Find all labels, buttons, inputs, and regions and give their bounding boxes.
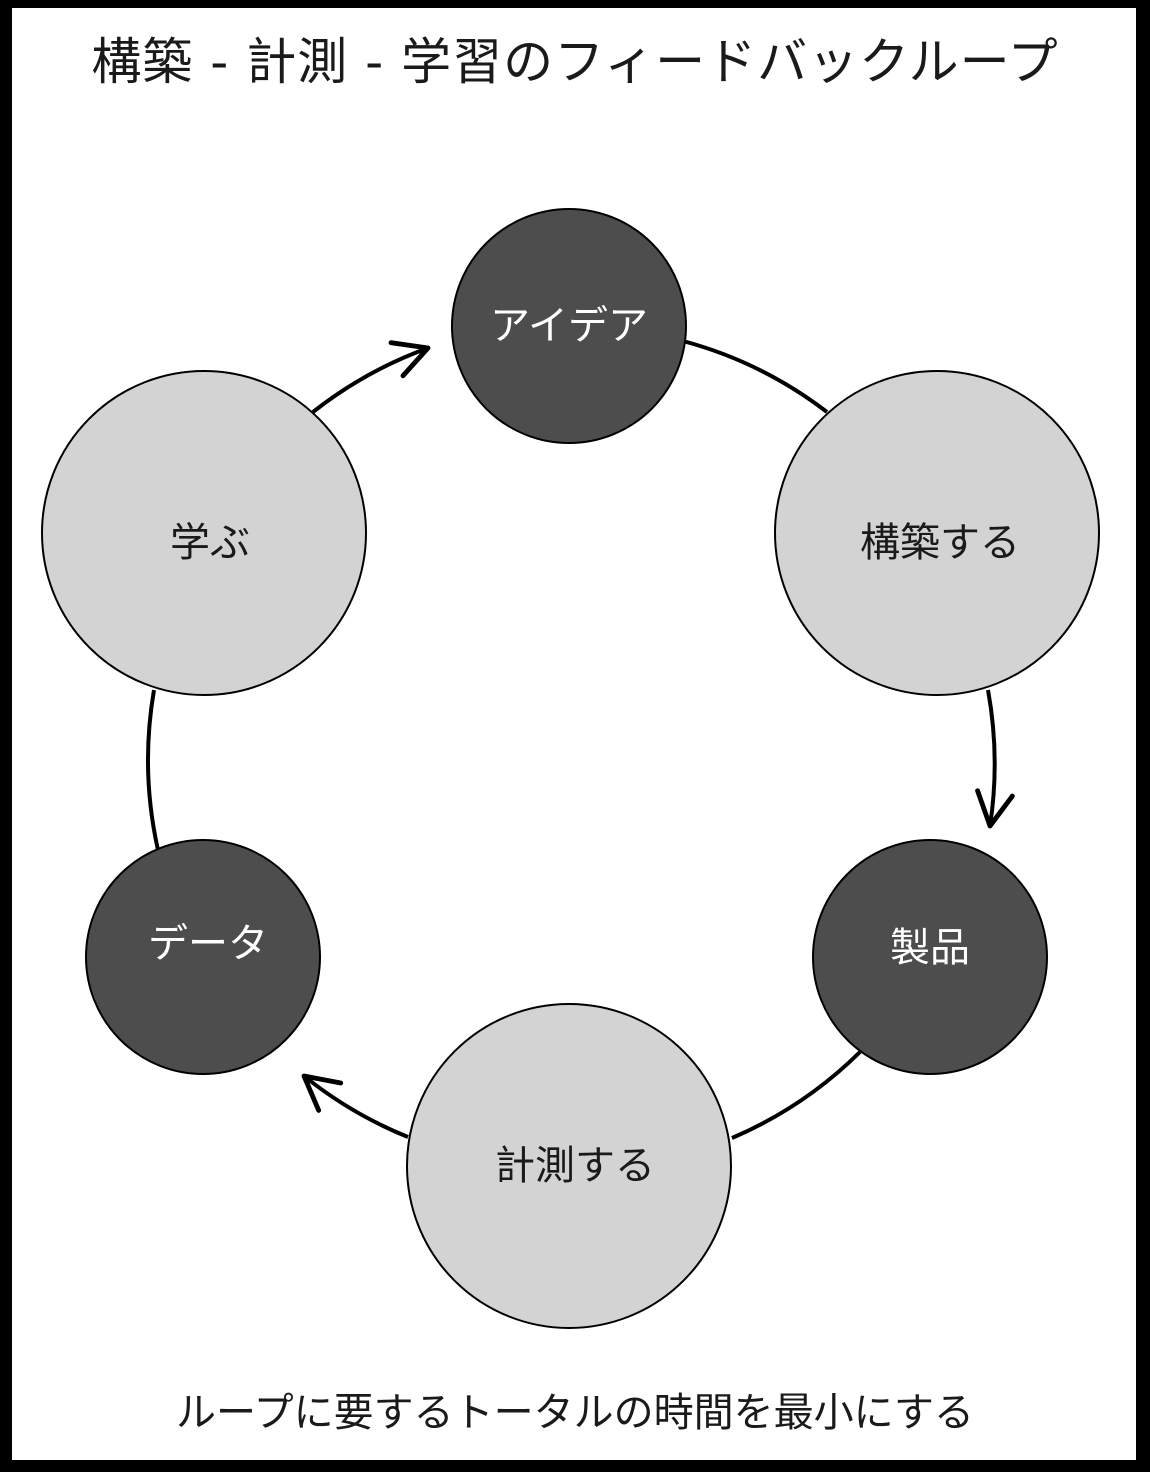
arrow-build-product bbox=[975, 689, 1015, 829]
connector-idea-build bbox=[682, 339, 829, 414]
node-data: データ bbox=[85, 839, 321, 1075]
node-idea: アイデア bbox=[451, 208, 687, 444]
connector-data-learn bbox=[146, 689, 160, 851]
node-measure-label: 計測する bbox=[495, 1143, 655, 1189]
node-product: 製品 bbox=[812, 839, 1048, 1075]
node-data-label: データ bbox=[148, 921, 268, 967]
arrow-learn-idea bbox=[311, 340, 431, 414]
node-learn: 学ぶ bbox=[41, 370, 367, 696]
arrow-measure-data bbox=[301, 1073, 409, 1139]
node-build-label: 構築する bbox=[860, 520, 1020, 566]
node-build: 構築する bbox=[774, 370, 1100, 696]
node-idea-label: アイデア bbox=[490, 303, 648, 349]
diagram-footer: ループに要するトータルの時間を最小にする bbox=[176, 1390, 974, 1436]
connector-product-measure bbox=[731, 1050, 862, 1140]
node-measure: 計測する bbox=[406, 1003, 732, 1329]
node-product-label: 製品 bbox=[890, 925, 970, 971]
diagram-title: 構築 - 計測 - 学習のフィードバックループ bbox=[91, 33, 1059, 91]
node-learn-label: 学ぶ bbox=[170, 520, 250, 566]
